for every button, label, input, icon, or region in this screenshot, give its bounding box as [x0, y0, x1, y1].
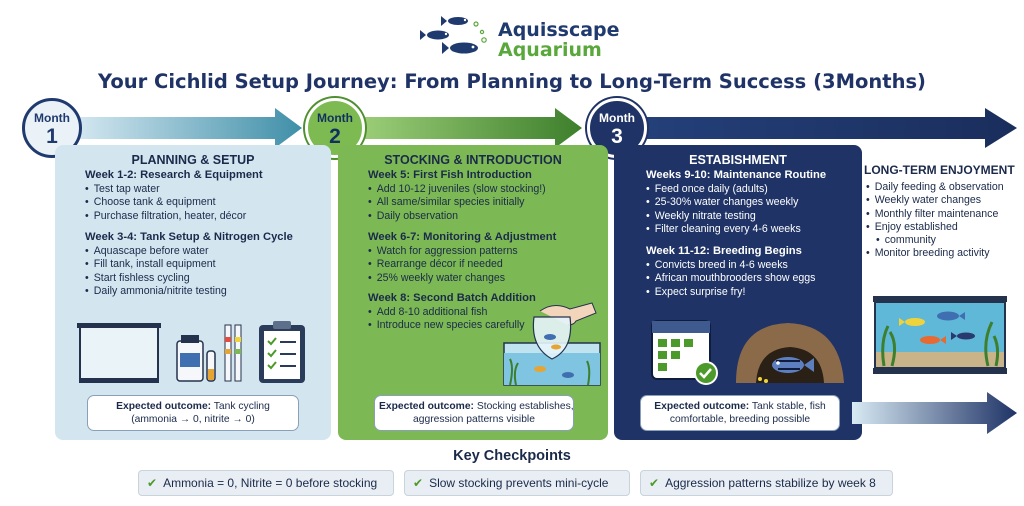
- check-icon: ✔: [147, 476, 158, 490]
- long-term-heading: LONG-TERM ENJOYMENT: [864, 163, 1015, 177]
- task-list: Aquascape before water Fill tank, instal…: [85, 245, 227, 298]
- long-term-list: Daily feeding & observation Weekly water…: [866, 181, 1004, 261]
- list-item: Watch for aggression patterns: [368, 245, 518, 258]
- month-label: Month: [317, 111, 353, 125]
- list-item: Add 8-10 additional fish: [368, 306, 525, 319]
- calendar-check-icon: [651, 320, 718, 385]
- checkpoint-item: ✔ Ammonia = 0, Nitrite = 0 before stockin…: [138, 470, 394, 496]
- list-item: Weekly water changes: [866, 194, 1004, 207]
- list-item: Convicts breed in 4-6 weeks: [646, 259, 815, 272]
- month-label: Month: [34, 111, 70, 125]
- panel-heading: PLANNING & SETUP: [131, 153, 255, 167]
- outcome-label: Expected outcome:: [654, 401, 750, 412]
- empty-tank-icon: [77, 323, 161, 383]
- list-item: 25-30% water changes weekly: [646, 196, 801, 209]
- week-heading: Week 11-12: Breeding Begins: [646, 245, 802, 257]
- list-item: Enjoy established: [866, 221, 1004, 234]
- list-item: Expect surprise fry!: [646, 286, 815, 299]
- task-list: Add 8-10 additional fish Introduce new s…: [368, 306, 525, 333]
- task-list: Convicts breed in 4-6 weeks African mout…: [646, 259, 816, 299]
- outcome-text: Stocking establishes,: [473, 401, 574, 412]
- month-number: 3: [611, 125, 623, 148]
- task-list: Feed once daily (adults) 25-30% water ch…: [646, 183, 801, 236]
- week-heading: Week 1-2: Research & Equipment: [85, 169, 263, 181]
- setup-illustration: [77, 321, 305, 383]
- list-item: Weekly nitrate testing: [646, 210, 801, 223]
- list-item: Introduce new species carefully: [368, 319, 525, 332]
- expected-outcome: Expected outcome: Stocking establishes, …: [374, 395, 574, 431]
- test-kit-bottle-icon: [176, 335, 216, 382]
- list-item: Aquascape before water: [85, 245, 227, 258]
- timeline-arrow: [70, 108, 1017, 148]
- list-item: Rearrange décor if needed: [368, 258, 518, 271]
- page-title: Your Cichlid Setup Journey: From Plannin…: [98, 70, 926, 93]
- list-item: Choose tank & equipment: [85, 196, 246, 209]
- expected-outcome: Expected outcome: Tank cycling (ammonia …: [87, 395, 299, 431]
- outcome-text: comfortable, breeding possible: [669, 414, 811, 425]
- list-item: Daily feeding & observation: [866, 181, 1004, 194]
- expected-outcome: Expected outcome: Tank stable, fish comf…: [640, 395, 840, 431]
- cave-fish-icon: [736, 323, 844, 383]
- list-item: Daily observation: [368, 210, 546, 223]
- checkpoints-title: Key Checkpoints: [453, 448, 571, 464]
- month-label: Month: [599, 111, 635, 125]
- list-item: Feed once daily (adults): [646, 183, 801, 196]
- list-item: Monthly filter maintenance: [866, 208, 1004, 221]
- task-list: Test tap water Choose tank & equipment P…: [85, 183, 247, 223]
- checkpoint-text: Ammonia = 0, Nitrite = 0 before stocking: [163, 476, 378, 490]
- outcome-text: Tank cycling: [211, 401, 270, 412]
- list-item: African mouthbrooders show eggs: [646, 272, 816, 285]
- checklist-clipboard-icon: [259, 321, 305, 383]
- establishment-illustration: [651, 320, 844, 385]
- outcome-label: Expected outcome:: [116, 401, 212, 412]
- checkpoint-item: ✔ Aggression patterns stabilize by week 8: [640, 470, 893, 496]
- outcome-text: aggression patterns visible: [413, 414, 535, 425]
- list-item: Add 10-12 juveniles (slow stocking!): [368, 183, 546, 196]
- panel-heading: ESTABISHMENT: [689, 153, 787, 167]
- task-list: Add 10-12 juveniles (slow stocking!) All…: [368, 183, 546, 223]
- continuation-arrow: [852, 392, 1017, 434]
- week-heading: Weeks 9-10: Maintenance Routine: [646, 169, 827, 181]
- list-item: 25% weekly water changes: [368, 272, 518, 285]
- brand-logo: Aquisscape Aquarium: [420, 8, 620, 64]
- check-icon: ✔: [413, 476, 424, 490]
- brand-wordmark: Aquisscape Aquarium: [498, 20, 620, 60]
- brand-name-line1: Aquisscape: [498, 19, 620, 41]
- outcome-text: Tank stable, fish: [749, 401, 826, 412]
- list-item: Fill tank, install equipment: [85, 258, 227, 271]
- month-number: 1: [46, 125, 58, 148]
- panel-heading: STOCKING & INTRODUCTION: [384, 153, 562, 167]
- week-heading: Week 3-4: Tank Setup & Nitrogen Cycle: [85, 231, 293, 243]
- fish-logo-icon: [420, 16, 487, 54]
- list-item: community: [866, 234, 1004, 247]
- list-item: Daily ammonia/nitrite testing: [85, 285, 227, 298]
- month-2-panel: STOCKING & INTRODUCTION Week 5: First Fi…: [338, 145, 608, 440]
- list-item: Start fishless cycling: [85, 272, 227, 285]
- list-item: Purchase filtration, heater, décor: [85, 210, 247, 223]
- week-heading: Week 6-7: Monitoring & Adjustment: [368, 231, 557, 243]
- stocked-aquarium-icon: [873, 296, 1007, 374]
- month-1-panel: PLANNING & SETUP Week 1-2: Research & Eq…: [55, 145, 331, 440]
- check-icon: ✔: [649, 476, 660, 490]
- month-3-panel: ESTABISHMENT Weeks 9-10: Maintenance Rou…: [614, 145, 862, 440]
- test-strips-icon: [224, 324, 242, 382]
- list-item: Test tap water: [85, 183, 246, 196]
- month-number: 2: [329, 125, 341, 148]
- brand-name-line2: Aquarium: [498, 39, 602, 61]
- outcome-label: Expected outcome:: [379, 401, 474, 412]
- checkpoint-text: Aggression patterns stabilize by week 8: [665, 476, 876, 490]
- week-heading: Week 5: First Fish Introduction: [368, 169, 532, 181]
- list-item: Filter cleaning every 4-6 weeks: [646, 223, 801, 236]
- checkpoint-item: ✔ Slow stocking prevents mini-cycle: [404, 470, 630, 496]
- list-item: All same/similar species initially: [368, 196, 546, 209]
- list-item: Monitor breeding activity: [866, 247, 1004, 260]
- outcome-text: (ammonia → 0, nitrite → 0): [131, 414, 255, 425]
- task-list: Watch for aggression patterns Rearrange …: [368, 245, 518, 285]
- fish-bag-acclimation-icon: [503, 302, 601, 386]
- week-heading: Week 8: Second Batch Addition: [368, 292, 536, 304]
- month-2-badge: Month 2: [305, 98, 365, 158]
- checkpoint-text: Slow stocking prevents mini-cycle: [429, 476, 609, 490]
